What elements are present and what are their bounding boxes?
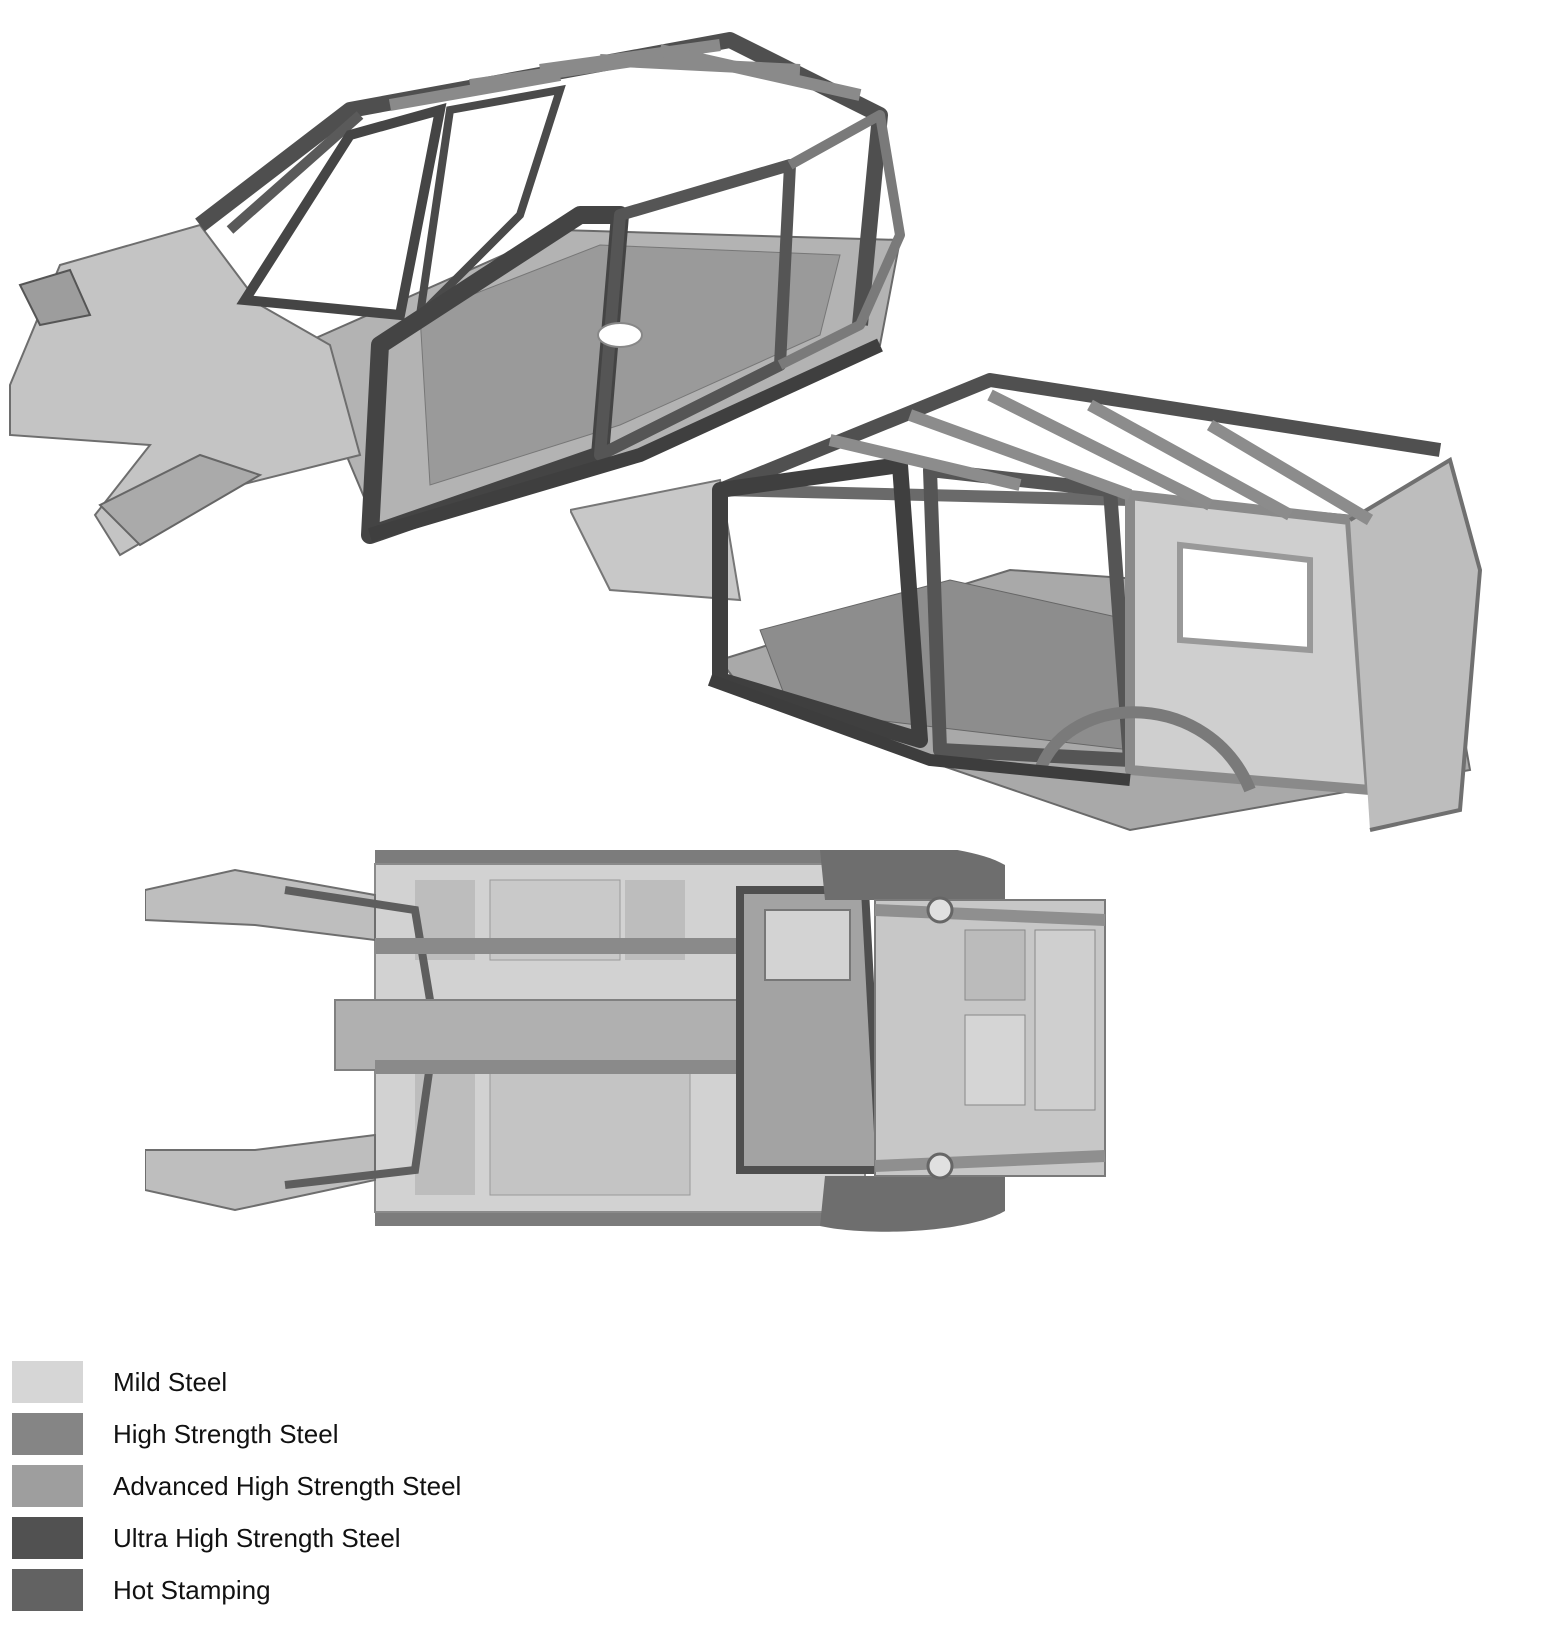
legend-item-advanced-high-strength-steel: Advanced High Strength Steel bbox=[12, 1460, 461, 1512]
front-isometric-body-illustration bbox=[9, 32, 905, 557]
legend-item-mild-steel: Mild Steel bbox=[12, 1356, 461, 1408]
underbody-top-view bbox=[145, 850, 1190, 1280]
rear-isometric-body-illustration bbox=[570, 373, 1483, 832]
steel-grade-legend: Mild Steel High Strength Steel Advanced … bbox=[12, 1356, 461, 1616]
underbody-illustration bbox=[145, 850, 1106, 1232]
legend-label: Mild Steel bbox=[113, 1366, 228, 1397]
legend-label: High Strength Steel bbox=[113, 1418, 339, 1449]
legend-swatch bbox=[12, 1465, 83, 1507]
legend-swatch bbox=[12, 1517, 83, 1559]
legend-label: Hot Stamping bbox=[113, 1574, 271, 1605]
front-isometric-body-view bbox=[0, 15, 970, 595]
legend-label: Advanced High Strength Steel bbox=[113, 1470, 462, 1501]
legend-swatch bbox=[12, 1361, 83, 1403]
legend-item-high-strength-steel: High Strength Steel bbox=[12, 1408, 461, 1460]
legend-label: Ultra High Strength Steel bbox=[113, 1522, 401, 1553]
rear-isometric-body-view bbox=[570, 370, 1535, 875]
legend-swatch bbox=[12, 1413, 83, 1455]
legend-item-ultra-high-strength-steel: Ultra High Strength Steel bbox=[12, 1512, 461, 1564]
legend-item-hot-stamping: Hot Stamping bbox=[12, 1564, 461, 1616]
legend-swatch bbox=[12, 1569, 83, 1611]
